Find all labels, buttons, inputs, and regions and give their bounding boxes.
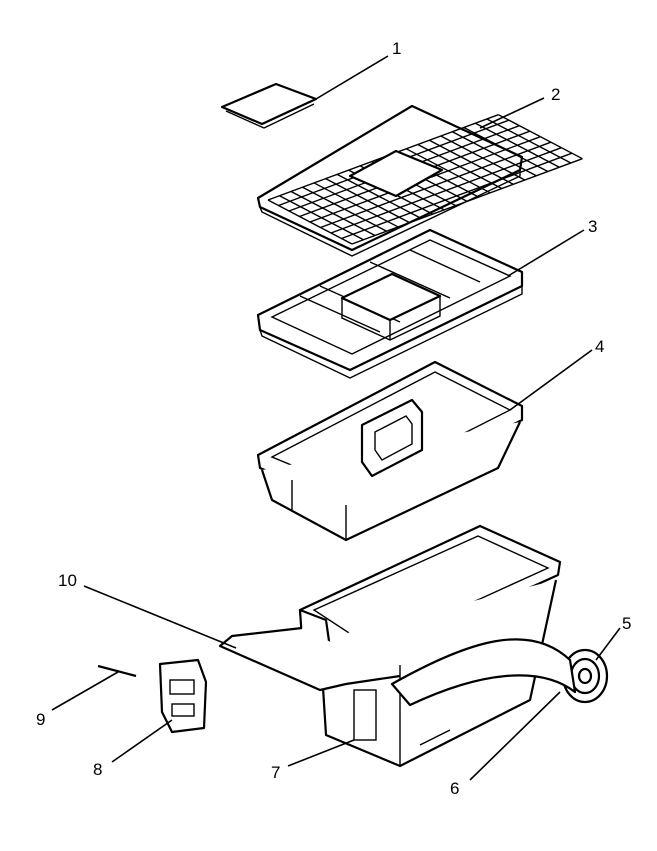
callout-4: 4 <box>595 337 604 356</box>
callout-8: 8 <box>93 760 102 779</box>
callout-6: 6 <box>450 779 459 798</box>
part-4-tote-tray <box>256 360 524 542</box>
leader-9 <box>51 671 119 711</box>
callout-5: 5 <box>622 614 631 633</box>
callout-7: 7 <box>271 763 280 782</box>
part-8-latch <box>158 658 208 734</box>
callout-1: 1 <box>392 39 401 58</box>
part-2-grid-lid <box>256 104 583 257</box>
leader-8 <box>111 719 173 763</box>
part-3-organizer-tray <box>256 228 524 379</box>
lid-grid-line <box>351 158 583 245</box>
part-9-pin <box>97 664 137 678</box>
callout-10: 10 <box>58 571 77 590</box>
leader-10 <box>83 585 237 649</box>
part-5-wheel <box>561 648 609 704</box>
leader-1 <box>315 55 389 100</box>
lid-grid-line <box>320 141 552 229</box>
part-6-axle-arm <box>390 638 577 707</box>
leader-3 <box>507 229 585 277</box>
leader-7 <box>287 739 355 767</box>
leader-2 <box>479 97 545 129</box>
callout-9: 9 <box>36 710 45 729</box>
part-1-lid-panel <box>220 82 318 129</box>
leader-lines <box>51 55 621 781</box>
part-10-wire-handle <box>218 626 401 692</box>
leader-4 <box>509 349 593 411</box>
callout-2: 2 <box>551 85 560 104</box>
callout-3: 3 <box>588 217 597 236</box>
lid-grid-line <box>330 147 562 234</box>
callout-labels: 1 2 3 4 5 6 7 8 9 10 <box>36 39 631 798</box>
leader-6 <box>469 691 561 781</box>
leader-5 <box>595 627 621 661</box>
lid-grid-line <box>341 152 573 240</box>
